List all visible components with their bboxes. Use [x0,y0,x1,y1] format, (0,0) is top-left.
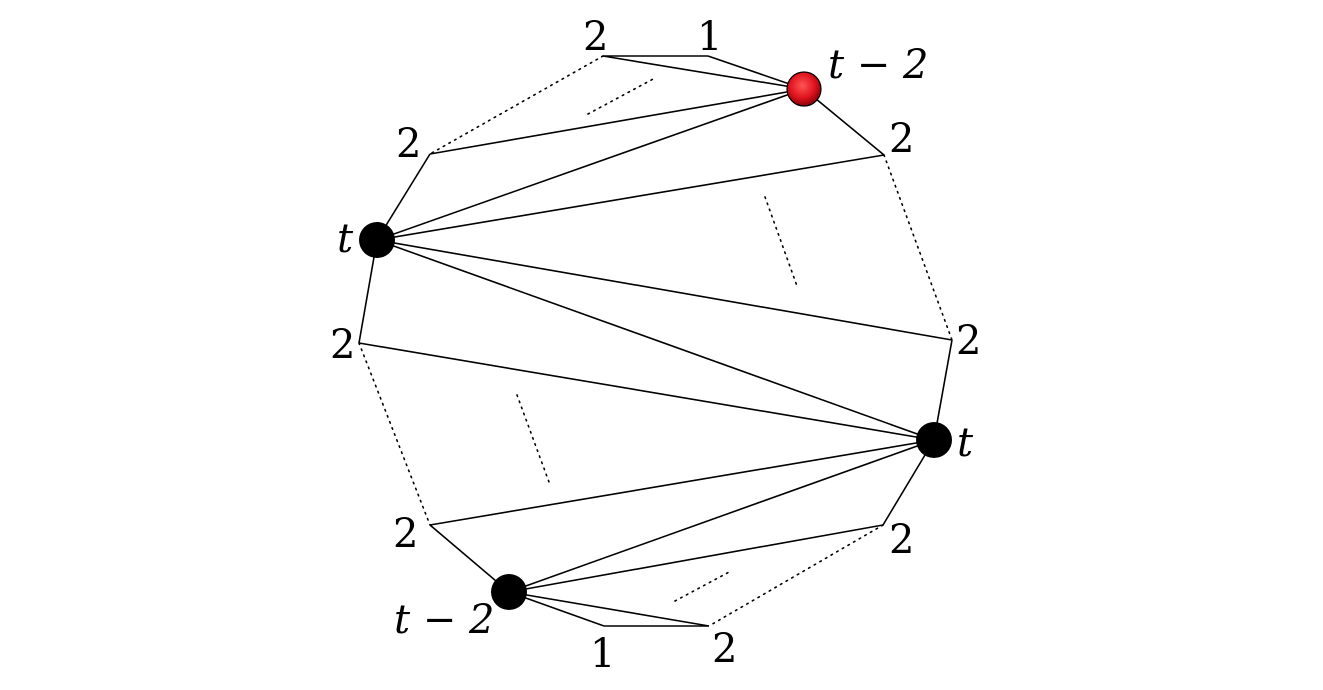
label-left-t: t [337,216,354,262]
dotted-edge-lower-right-to-bottom-2 [708,524,884,627]
chord-red-to-left-t [376,88,805,241]
dotted-edge-upper-right-to-mid-right [883,154,953,341]
ellipsis-top-fan [587,77,656,115]
ellipsis-left-fan [516,394,550,483]
vertex-right-t [916,422,952,458]
label-bottom-2: 2 [712,626,737,672]
dotted-edge-mid-left-to-lower-left [358,342,431,526]
label-top-2: 2 [583,14,608,60]
label-upper-right-2: 2 [889,116,914,162]
label-right-t: t [957,420,974,466]
ellipsis-bottom-fan [674,570,732,602]
label-upper-left-2: 2 [396,121,421,167]
ellipsis-right-fan [764,196,798,287]
label-mid-right-2: 2 [956,318,981,364]
label-mid-left-2: 2 [330,322,355,368]
chord-left-t-to-mid-right [376,239,953,341]
vertex-red-t-minus-2 [786,71,822,107]
label-lower-left-2: 2 [393,511,418,557]
chord-right-t-to-lower-left [429,439,935,526]
chord-right-t-to-bottom-t2 [508,439,935,593]
chord-red-to-top-2 [602,55,805,90]
label-top-1: 1 [697,14,722,60]
dotted-edge-top-2-to-upper-left [429,55,604,155]
vertex-bottom-t-minus-2 [491,574,527,610]
label-top-t-minus-2: t − 2 [828,42,928,88]
vertex-left-t [359,222,395,258]
chord-left-t-to-upper-right [376,154,885,241]
chord-bottom-t2-to-bottom-2 [508,591,710,627]
chord-red-to-upper-left [429,88,805,155]
chord-right-t-to-mid-left [358,342,935,441]
label-bottom-t-minus-2: t − 2 [394,597,494,643]
chord-left-t-to-right-t [376,239,935,441]
label-lower-right-2: 2 [889,517,914,563]
chord-bottom-t2-to-lower-right [508,524,884,593]
label-bottom-1: 1 [590,631,615,677]
